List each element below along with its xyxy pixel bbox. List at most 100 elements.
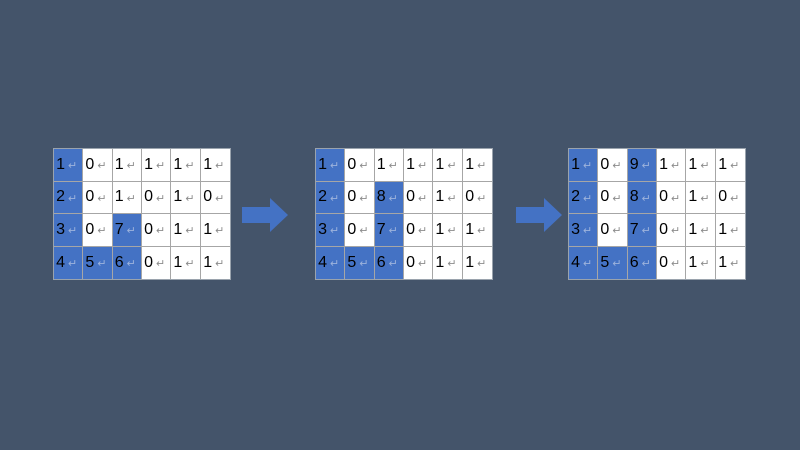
cell-value: 1 [465,155,475,173]
cell-value: 6 [114,253,124,271]
cell-value: 3 [318,220,327,238]
cell-value: 1 [688,220,698,238]
matrix-cell: 0↵ [200,181,230,214]
matrix-cell: 0↵ [715,181,745,214]
return-mark-icon: ↵ [418,160,428,173]
cell-value: 1 [114,155,124,173]
return-mark-icon: ↵ [477,192,487,205]
matrix-cell: 1↵ [404,149,434,182]
return-mark-icon: ↵ [671,258,681,271]
return-mark-icon: ↵ [156,225,166,238]
return-mark-icon: ↵ [583,258,593,271]
matrix-cell: 1↵ [200,149,230,182]
return-mark-icon: ↵ [126,192,136,205]
return-mark-icon: ↵ [671,192,681,205]
cell-value: 4 [571,253,580,271]
return-mark-icon: ↵ [730,225,740,238]
cell-value: 0 [203,188,213,206]
cell-value: 1 [688,188,698,206]
matrix-cell: 1↵ [686,149,716,182]
matrix-cell: 0↵ [83,149,113,182]
matrix-cell: 0↵ [598,181,628,214]
matrix-cell: 1↵ [433,181,463,214]
return-mark-icon: ↵ [418,192,428,205]
cell-value: 1 [688,253,698,271]
return-mark-icon: ↵ [215,225,225,238]
cell-value: 5 [347,253,357,271]
cell-value: 0 [347,155,357,173]
cell-value: 6 [376,253,386,271]
cell-value: 1 [465,253,475,271]
return-mark-icon: ↵ [126,225,136,238]
matrix-cell: 0↵ [657,214,687,247]
matrix-cell: 1↵ [374,149,404,182]
matrix-cell: 5↵ [83,246,113,279]
cell-value: 2 [571,188,580,206]
return-mark-icon: ↵ [700,225,710,238]
matrix-cell: 1↵ [112,149,142,182]
return-mark-icon: ↵ [68,258,78,271]
cell-value: 1 [465,220,475,238]
matrix-step-3: 1↵0↵9↵1↵1↵1↵2↵0↵8↵0↵1↵0↵3↵0↵7↵0↵1↵1↵4↵5↵… [568,148,746,280]
cell-value: 0 [85,155,95,173]
cell-value: 0 [347,220,357,238]
matrix-cell: 1↵ [112,181,142,214]
matrix-cell: 5↵ [598,246,628,279]
cell-value: 0 [144,220,153,238]
return-mark-icon: ↵ [68,160,78,173]
matrix-cell: 1↵ [569,149,599,182]
cell-value: 1 [718,253,728,271]
cell-value: 9 [629,155,639,173]
return-mark-icon: ↵ [156,192,166,205]
matrix-cell: 4↵ [316,246,346,279]
return-mark-icon: ↵ [612,225,622,238]
matrix-cell: 1↵ [171,246,201,279]
cell-value: 1 [659,155,668,173]
return-mark-icon: ↵ [641,258,651,271]
matrix-cell: 1↵ [715,214,745,247]
cell-value: 1 [114,188,124,206]
return-mark-icon: ↵ [447,225,457,238]
matrix-cell: 5↵ [345,246,375,279]
matrix-cell: 2↵ [316,181,346,214]
matrix-cell: 8↵ [627,181,657,214]
cell-value: 1 [173,155,183,173]
return-mark-icon: ↵ [671,225,681,238]
return-mark-icon: ↵ [388,225,398,238]
cell-value: 1 [406,155,415,173]
matrix-cell: 1↵ [433,246,463,279]
return-mark-icon: ↵ [700,192,710,205]
cell-value: 0 [144,253,153,271]
return-mark-icon: ↵ [641,225,651,238]
return-mark-icon: ↵ [730,258,740,271]
return-mark-icon: ↵ [700,258,710,271]
matrix-cell: 1↵ [657,149,687,182]
cell-value: 0 [600,220,610,238]
matrix-cell: 1↵ [686,214,716,247]
return-mark-icon: ↵ [583,192,593,205]
matrix-cell: 0↵ [404,246,434,279]
matrix-cell: 6↵ [112,246,142,279]
return-mark-icon: ↵ [447,192,457,205]
matrix-cell: 1↵ [142,149,172,182]
matrix-cell: 1↵ [433,149,463,182]
cell-value: 8 [376,188,386,206]
cell-value: 0 [718,188,728,206]
return-mark-icon: ↵ [583,225,593,238]
return-mark-icon: ↵ [477,225,487,238]
cell-value: 0 [659,188,668,206]
matrix-cell: 1↵ [715,246,745,279]
return-mark-icon: ↵ [477,160,487,173]
arrow-right-icon [516,198,562,232]
matrix-cell: 1↵ [462,214,492,247]
return-mark-icon: ↵ [330,160,340,173]
return-mark-icon: ↵ [730,160,740,173]
cell-value: 5 [600,253,610,271]
matrix-cell: 1↵ [200,246,230,279]
return-mark-icon: ↵ [126,160,136,173]
cell-value: 5 [85,253,95,271]
cell-value: 0 [406,253,415,271]
cell-value: 0 [659,220,668,238]
cell-value: 4 [56,253,65,271]
return-mark-icon: ↵ [359,225,369,238]
